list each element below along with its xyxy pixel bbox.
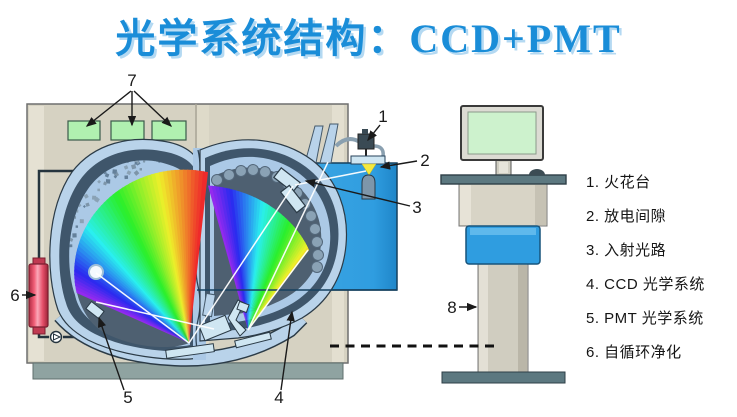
marker-8: 8 (447, 298, 456, 317)
ccd-sensor-dot (311, 236, 323, 248)
leader-line-7a (85, 90, 132, 127)
discharge-electrode (361, 174, 376, 200)
marker-7: 7 (127, 71, 136, 90)
entrance-optics (273, 167, 307, 214)
legend-item-ccd-system: 4. CCD 光学系统 (586, 276, 705, 293)
leader-line-1 (367, 124, 381, 142)
leader-line-5 (98, 316, 125, 391)
indicator-panel (110, 120, 145, 141)
stand-upper-box (458, 183, 548, 227)
pmt-exit-port (85, 300, 105, 320)
ccd-sensor-dot (259, 166, 271, 178)
ccd-sensor-dot (247, 164, 259, 176)
sample-tray (350, 155, 386, 165)
support-bracket (304, 123, 339, 164)
center-mirror (198, 314, 232, 342)
grating-right (234, 331, 272, 349)
ccd-sensor-dot (311, 261, 323, 273)
legend: 1. 火花台 2. 放电间隙 3. 入射光路 4. CCD 光学系统 5. PM… (586, 171, 705, 375)
grating-mirror-assembly (165, 292, 272, 359)
ccd-sensor-dot (211, 174, 223, 186)
page-title: 光学系统结构：CCD+PMT (115, 16, 622, 61)
leader-line-7c (133, 90, 173, 127)
markers: 1 2 3 4 5 6 7 8 (10, 71, 478, 407)
ccd-sensor-dot (312, 249, 324, 261)
spark-stand (334, 129, 386, 200)
marker-6: 6 (10, 286, 19, 305)
legend-item-incident-path: 3. 入射光路 (586, 242, 667, 259)
marker-1: 1 (378, 107, 387, 126)
leader-line-2 (379, 160, 418, 170)
spark-icon (361, 163, 377, 176)
marker-3: 3 (412, 198, 421, 217)
leader-line-4 (280, 310, 295, 391)
desk-shelf (440, 174, 567, 185)
legend-item-pmt-system: 5. PMT 光学系统 (586, 310, 704, 327)
leader-line-3 (304, 179, 411, 207)
marker-2: 2 (420, 151, 429, 170)
marker-4: 4 (274, 388, 283, 407)
ccd-sensor-dot (309, 223, 321, 235)
stand-base (441, 371, 566, 384)
indicator-panel (67, 120, 101, 141)
legend-item-spark-stand: 1. 火花台 (586, 174, 651, 191)
marker-5: 5 (123, 388, 132, 407)
purifier-cylinder (28, 257, 49, 335)
ccd-sensor-dot (305, 210, 317, 222)
legend-item-purifier: 6. 自循环净化 (586, 344, 682, 361)
ccd-sensor-dot (235, 165, 247, 177)
computer-monitor (460, 105, 544, 161)
light-rays (95, 161, 367, 344)
monitor-screen (467, 111, 537, 155)
ccd-sensor-dot (223, 169, 235, 181)
stand-blue-band (465, 225, 541, 265)
computer-stand (440, 105, 567, 384)
mouse-icon (529, 169, 545, 175)
grating-left (165, 343, 215, 359)
legend-item-discharge-gap: 2. 放电间隙 (586, 208, 667, 225)
